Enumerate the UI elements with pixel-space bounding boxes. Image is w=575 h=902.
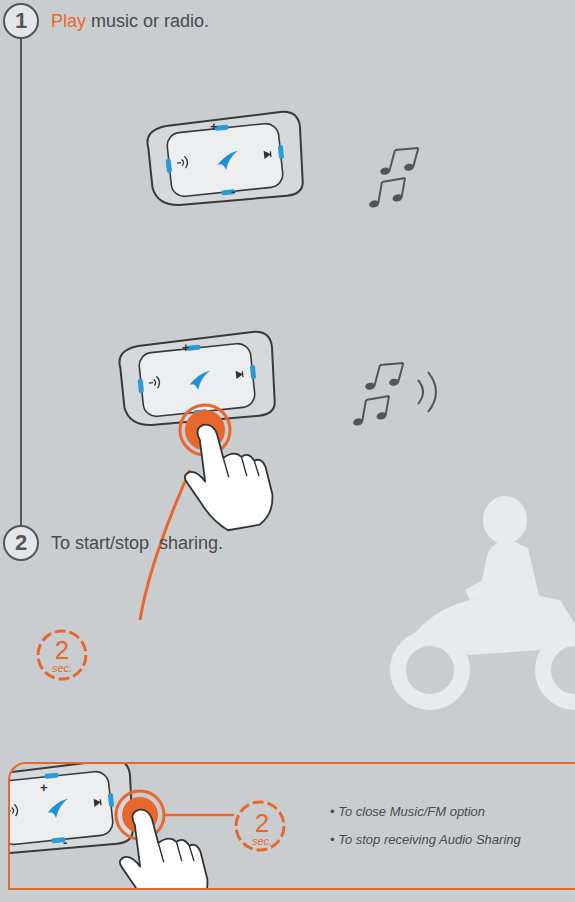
timer-number: 2 — [55, 637, 69, 663]
note-text: • To stop receiving Audio Sharing — [330, 832, 521, 847]
step-number: 1 — [15, 8, 27, 34]
button-symbol: - — [63, 836, 67, 849]
button-symbol: - — [231, 185, 235, 198]
step-number: 2 — [15, 530, 27, 556]
note-text: • To close Music/FM option — [330, 804, 485, 819]
button-symbol: + — [210, 120, 218, 133]
timer-badge: 2sec. — [38, 631, 86, 679]
timer-number: 2 — [255, 810, 269, 836]
step-heading: To start/stop sharing. — [51, 533, 223, 554]
timer-unit: sec. — [52, 663, 72, 674]
timer-badge: 2sec. — [238, 804, 286, 852]
button-symbol: + — [182, 341, 190, 354]
note-box: • To close Music/FM option • To stop rece… — [8, 762, 575, 890]
step-text: To start/stop sharing. — [51, 533, 223, 553]
step-number-circle: 2To start/stop sharing. — [3, 525, 39, 561]
step-text: music or radio. — [91, 11, 209, 31]
timer-unit: sec. — [252, 836, 272, 847]
step-text: Play — [51, 11, 86, 31]
button-symbol: + — [40, 781, 48, 794]
step-number-circle: 1Playmusic or radio. — [3, 3, 39, 39]
step-connector — [20, 39, 22, 525]
step-heading: Playmusic or radio. — [51, 11, 209, 32]
